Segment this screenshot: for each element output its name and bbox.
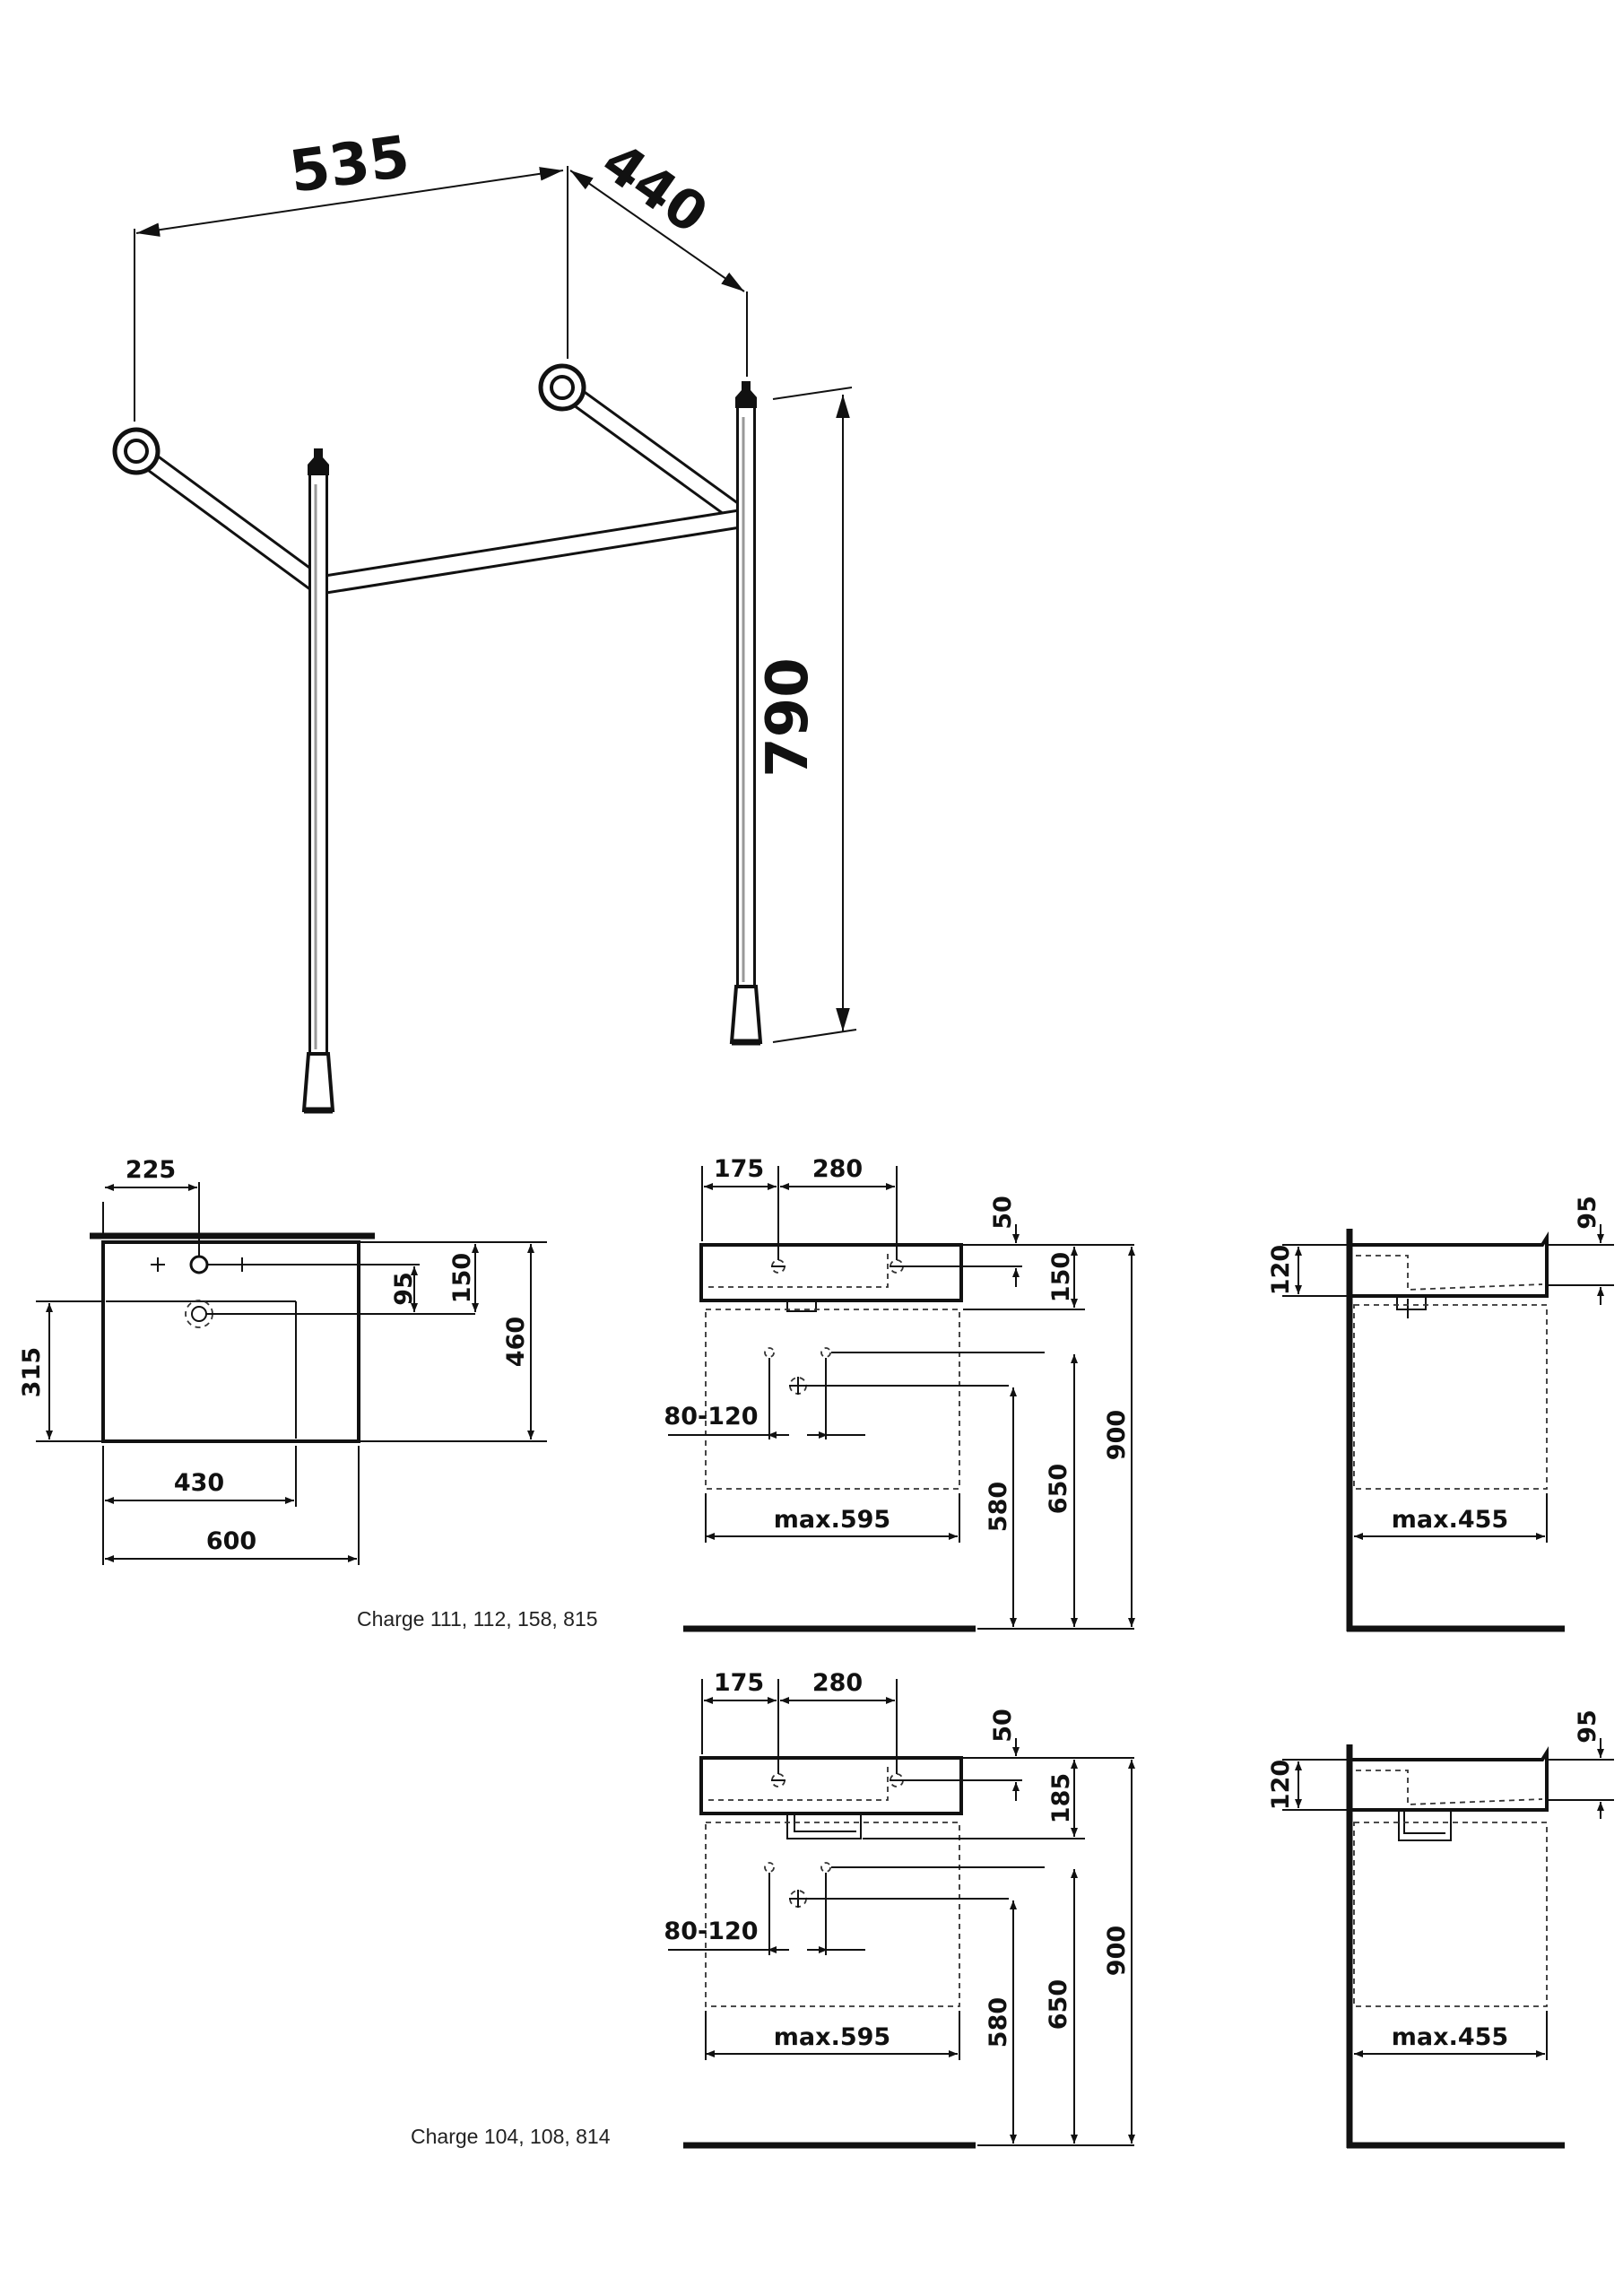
front1-175-label: 175	[714, 1155, 764, 1183]
front-view-2: 175 280 50 185 80-120 max.595 580 650 90…	[664, 1669, 1135, 2149]
side-view-1: 120 95 max.455	[1267, 1196, 1614, 1632]
front1-max595-label: max.595	[774, 1506, 890, 1534]
side1-120-label: 120	[1267, 1245, 1295, 1295]
top-150-label: 150	[448, 1253, 476, 1303]
top-view: 225 95 150 460 315 430 600	[18, 1156, 547, 1565]
front2-50-label: 50	[989, 1709, 1017, 1743]
stand-width-label: 535	[286, 124, 414, 206]
front2-900-label: 900	[1103, 1926, 1131, 1976]
side1-max455-label: max.455	[1392, 1506, 1508, 1534]
front1-80-120-label: 80-120	[664, 1403, 758, 1431]
front2-650-label: 650	[1045, 1979, 1072, 2030]
front1-150-label: 150	[1047, 1252, 1075, 1302]
front2-175-label: 175	[714, 1669, 764, 1697]
front1-650-label: 650	[1045, 1464, 1072, 1514]
stand-3d-view: 535 440 790	[112, 124, 857, 1114]
front1-280-label: 280	[812, 1155, 863, 1183]
front-view-1: 175 280 50 150 80-120 max.595 580 650 90…	[664, 1155, 1135, 1632]
side1-95-label: 95	[1574, 1196, 1601, 1230]
front2-185-label: 185	[1047, 1773, 1075, 1823]
front1-580-label: 580	[985, 1482, 1012, 1532]
front1-900-label: 900	[1103, 1410, 1131, 1460]
side2-120-label: 120	[1267, 1760, 1295, 1810]
top-600-label: 600	[206, 1527, 256, 1555]
front1-50-label: 50	[989, 1196, 1017, 1230]
front2-580-label: 580	[985, 1997, 1012, 2048]
caption-charge-1: Charge 111, 112, 158, 815	[357, 1607, 598, 1631]
caption-charge-2: Charge 104, 108, 814	[411, 2125, 611, 2148]
front2-max595-label: max.595	[774, 2023, 890, 2051]
side2-95-label: 95	[1574, 1709, 1601, 1744]
side-view-2: 120 95 max.455	[1267, 1709, 1614, 2149]
stand-height-label: 790	[755, 657, 821, 778]
front2-280-label: 280	[812, 1669, 863, 1697]
top-430-label: 430	[174, 1469, 224, 1497]
top-315-label: 315	[18, 1347, 46, 1397]
front2-80-120-label: 80-120	[664, 1918, 758, 1945]
top-225-label: 225	[126, 1156, 176, 1184]
top-460-label: 460	[502, 1317, 530, 1367]
top-95-label: 95	[390, 1272, 418, 1306]
stand-frame	[112, 363, 763, 1114]
side2-max455-label: max.455	[1392, 2023, 1508, 2051]
